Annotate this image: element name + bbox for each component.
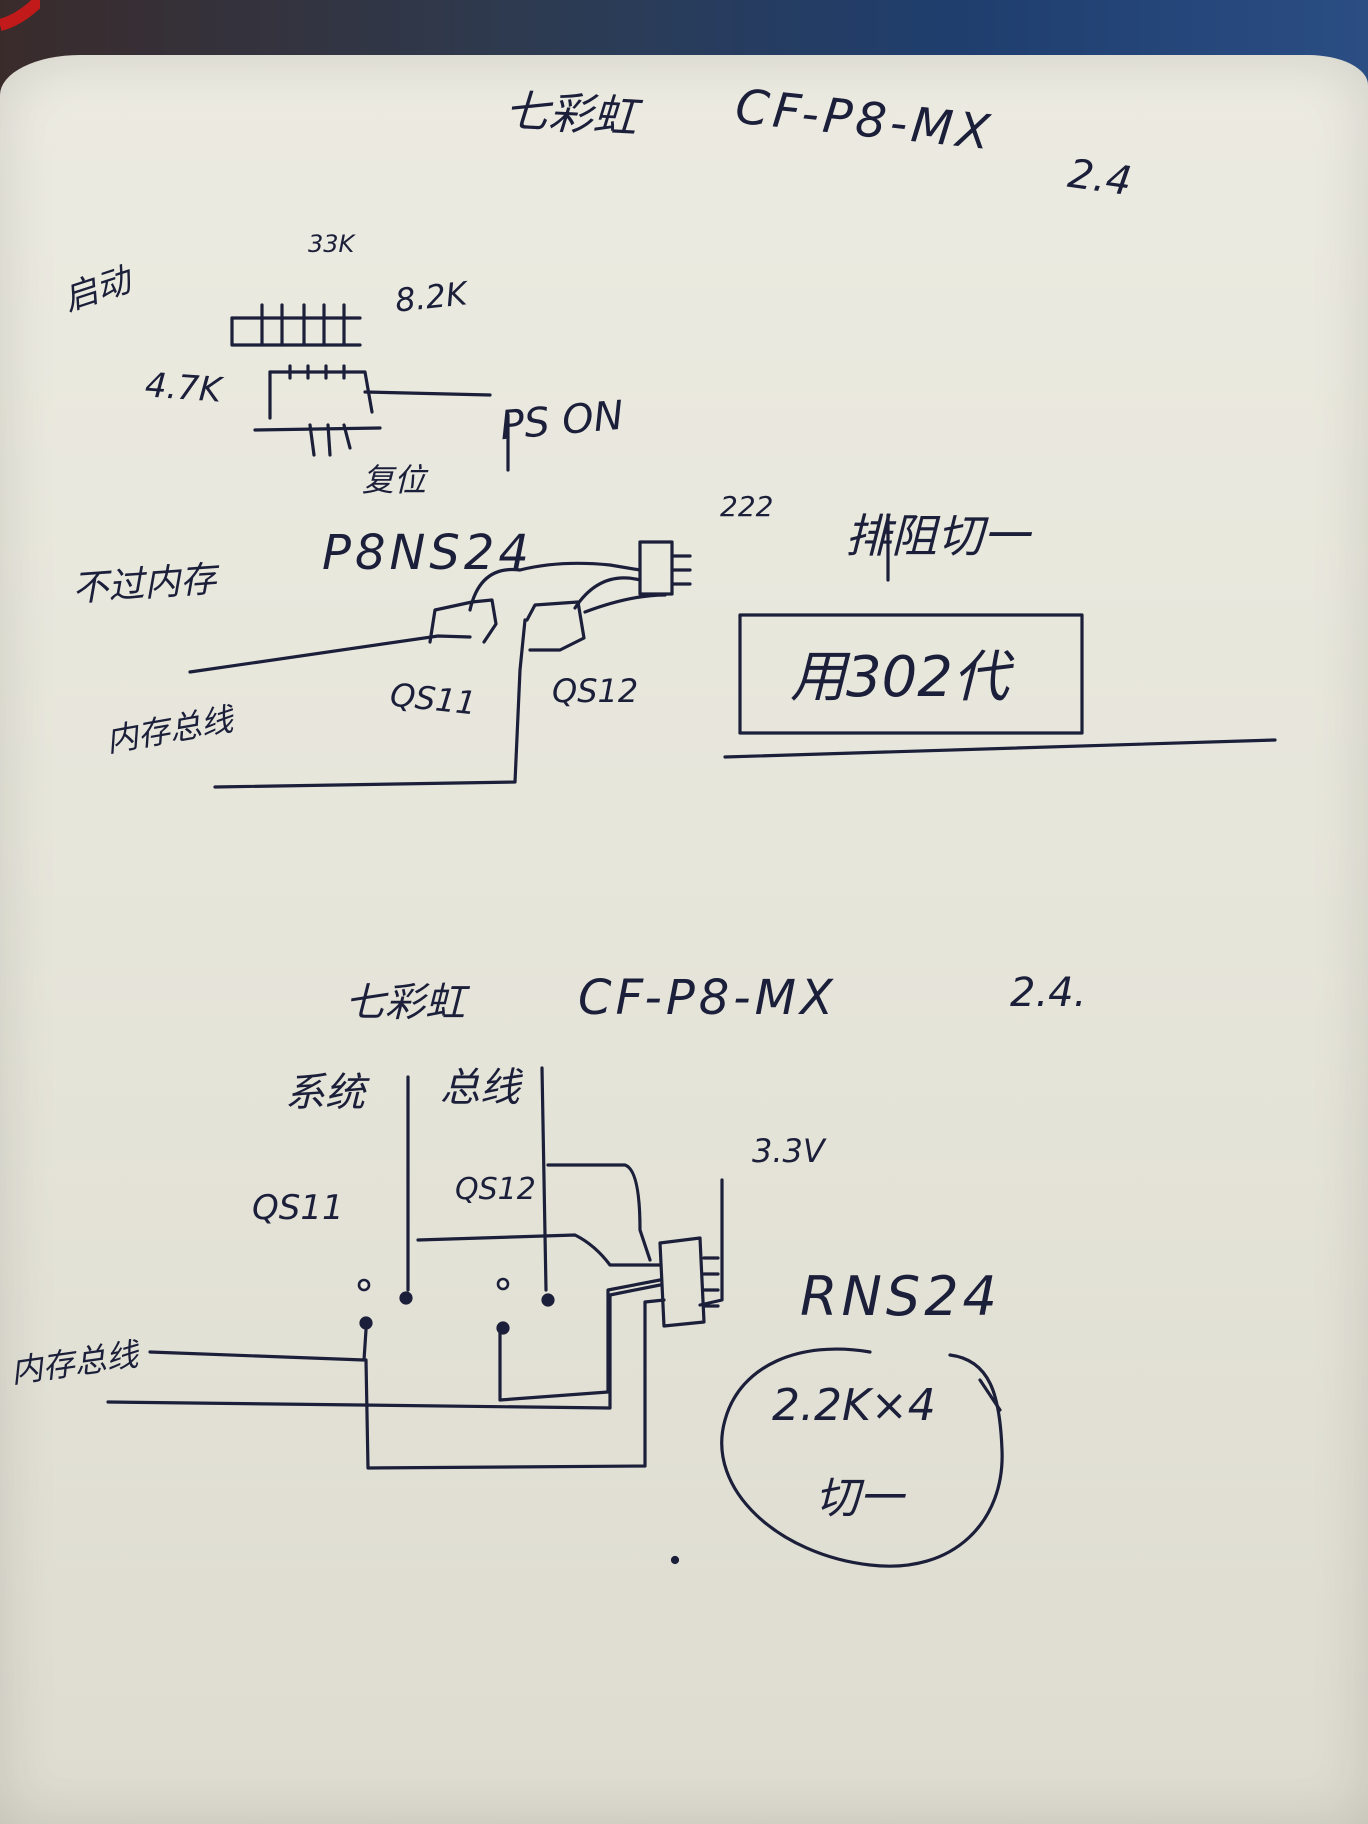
contact-qs12-b	[541, 1293, 555, 1307]
v33-wire	[698, 1178, 724, 1307]
resistor-pins-4k7	[288, 364, 346, 380]
rns24-pins	[702, 1256, 720, 1308]
qs11-loop-wire	[364, 1298, 666, 1470]
qs11-chip	[428, 598, 498, 644]
wire-qs11-to-chip	[468, 561, 642, 612]
header-brand: 七彩虹	[503, 85, 639, 144]
top-circuit	[188, 303, 1277, 789]
bottom-model: CF-P8-MX	[578, 970, 837, 1026]
resistor-value-label: 2.2K×4	[772, 1380, 936, 1431]
wire-qs12-to-chip	[573, 576, 642, 610]
mem-bus-line-upper	[188, 634, 472, 674]
qs12-chip	[525, 600, 586, 652]
rns24-chip	[658, 1236, 706, 1328]
qs12-to-chip-wire	[546, 1163, 652, 1262]
reset-wire	[253, 426, 382, 432]
system-label: 系统	[285, 1070, 365, 1116]
notebook-page	[0, 55, 1368, 1824]
system-to-chip-wire	[416, 1233, 662, 1267]
not-pass-memory-label: 不过内存	[70, 559, 218, 610]
resistor-pack-pins	[670, 554, 692, 586]
ps-on-wire	[363, 390, 492, 397]
top-chip-label: P8NS24	[322, 525, 533, 581]
bottom-brand: 七彩虹	[345, 980, 465, 1026]
replace-note-box	[738, 613, 1084, 735]
bottom-circuit	[106, 1066, 1004, 1568]
bottom-qs12-label: QS12	[455, 1172, 536, 1207]
qs12-loop-wire	[498, 1278, 662, 1402]
bottom-qs11-label: QS11	[252, 1188, 344, 1228]
resistor-47k-label: 4.7K	[143, 365, 223, 411]
contact-qs11-a	[357, 1278, 371, 1292]
contact-qs12-a	[496, 1277, 510, 1291]
mem-bus-wire-2	[106, 1283, 662, 1410]
resistor-block-4k7-top	[268, 370, 374, 414]
resistor-82k-label: 8.2K	[393, 274, 469, 320]
note-circle	[720, 1347, 1004, 1568]
bus-line	[540, 1066, 548, 1292]
contact-qs11-c	[359, 1316, 373, 1330]
header-version: 2.4	[1065, 150, 1135, 206]
resistor-strip-bottom	[230, 316, 362, 347]
resistor-pins-upper	[260, 303, 346, 347]
stray-dot	[670, 1555, 680, 1565]
bottom-version: 2.4.	[1010, 970, 1087, 1016]
reset-pins	[308, 423, 352, 457]
reset-label: 复位	[362, 461, 427, 499]
cut-label: 切一	[815, 1473, 903, 1524]
mem-bus-line-lower	[213, 618, 527, 789]
resistor-33k-label: 33K	[308, 230, 355, 258]
contact-qs11-b	[399, 1291, 413, 1305]
v33-label: 3.3V	[752, 1132, 825, 1170]
network-resistor-label: 排阻切一	[845, 509, 1029, 563]
resistor-pack-222	[638, 540, 674, 596]
replace-note-label: 用302代	[790, 645, 1009, 710]
red-wire-decoration	[0, 0, 40, 31]
bottom-chip-label: RNS24	[800, 1265, 1001, 1328]
wire-qs12-to-chip-2	[583, 593, 667, 614]
bus-label: 总线	[440, 1065, 520, 1111]
top-qs12-label: QS12	[552, 672, 639, 710]
replace-note-underline	[723, 738, 1277, 759]
mem-bus-wire-1	[148, 1328, 368, 1362]
note-circle-tail	[978, 1378, 1002, 1412]
resistor-222-label: 222	[720, 490, 774, 523]
